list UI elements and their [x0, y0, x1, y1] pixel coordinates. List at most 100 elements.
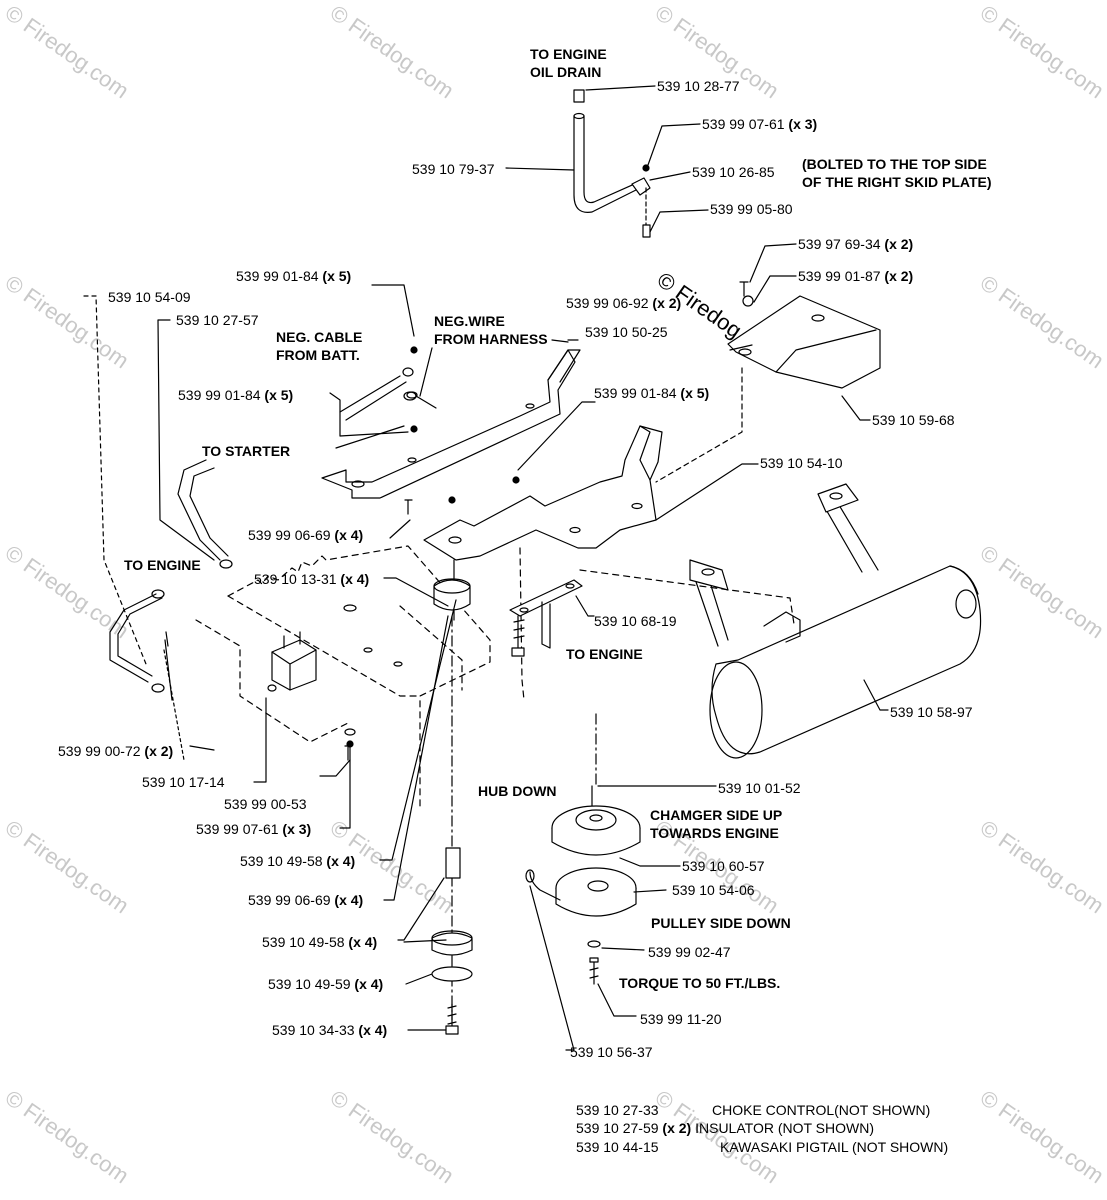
- leader-line: [655, 367, 743, 483]
- note-torque: TORQUE TO 50 FT./LBS.: [619, 975, 781, 991]
- quantity: (x 2): [652, 295, 682, 311]
- part-number: 539 10 54-06: [672, 882, 755, 898]
- callout: 539 10 13-31 (x 4): [254, 571, 369, 587]
- callout: 539 10 60-57: [682, 858, 765, 874]
- callout: 539 10 49-58 (x 4): [262, 934, 377, 950]
- solenoid: [267, 631, 317, 692]
- leader-line: [371, 284, 415, 337]
- part-number: 539 10 60-57: [682, 858, 765, 874]
- part-number: 539 99 01-84: [594, 385, 677, 401]
- quantity: (x 4): [326, 853, 356, 869]
- leader-line: [83, 295, 147, 665]
- part-number: 539 99 06-92: [566, 295, 649, 311]
- leader-line: [383, 577, 449, 607]
- callout: 539 10 34-33 (x 4): [272, 1022, 387, 1038]
- callout: 539 99 06-69 (x 4): [248, 527, 363, 543]
- callout: 539 10 54-06: [672, 882, 755, 898]
- leader-line: [749, 243, 797, 283]
- leader-line: [329, 392, 409, 437]
- callout: 539 10 27-57: [176, 312, 259, 328]
- callout: 539 10 17-14: [142, 774, 225, 790]
- note-neg-cable: NEG. CABLE FROM BATT.: [276, 329, 363, 363]
- leader-line: [517, 401, 596, 471]
- leader-line: [575, 595, 595, 617]
- note-hub-down: HUB DOWN: [478, 783, 557, 799]
- legend-description: INSULATOR (NOT SHOWN): [695, 1120, 875, 1136]
- note-neg-wire: NEG.WIRE FROM HARNESS: [434, 313, 548, 347]
- quantity: (x 2): [884, 236, 914, 252]
- callout: 539 10 54-10: [760, 455, 843, 471]
- note-chamger-side: CHAMGER SIDE UP TOWARDS ENGINE: [650, 807, 783, 841]
- part-number: 539 99 01-87: [798, 268, 881, 284]
- quantity: (x 3): [788, 116, 818, 132]
- leader-line: [379, 599, 457, 861]
- leader-line: [529, 885, 575, 1051]
- part-number: 539 10 54-10: [760, 455, 843, 471]
- quantity: (x 2): [144, 743, 174, 759]
- leader-line: [163, 649, 185, 761]
- callout: 539 10 58-97: [890, 704, 973, 720]
- callout: 539 10 26-85: [692, 164, 775, 180]
- part-number: 539 10 44-15: [576, 1139, 659, 1155]
- note-to-engine-oil-drain: TO ENGINE OIL DRAIN: [530, 46, 607, 80]
- leader-line: [601, 947, 645, 951]
- leader-line: [397, 877, 445, 941]
- note-pulley-side-down: PULLEY SIDE DOWN: [651, 915, 791, 931]
- quantity: (x 3): [282, 821, 312, 837]
- leader-line: [383, 615, 449, 901]
- part-number: 539 10 79-37: [412, 161, 495, 177]
- leader-line: [585, 85, 656, 91]
- part-number: 539 10 34-33: [272, 1022, 355, 1038]
- leader-line: [253, 697, 267, 783]
- part-number: 539 99 07-61: [702, 116, 785, 132]
- bracket-54-10: [423, 425, 663, 561]
- part-number: 539 10 13-31: [254, 571, 337, 587]
- part-number: 539 10 59-68: [872, 412, 955, 428]
- quantity: (x 4): [348, 934, 378, 950]
- callout: 539 99 06-69 (x 4): [248, 892, 363, 908]
- callout: 539 99 01-84 (x 5): [594, 385, 709, 401]
- callout: 539 99 05-80: [710, 201, 793, 217]
- callout: 539 10 54-09: [108, 289, 191, 305]
- part-number: 539 97 69-34: [798, 236, 881, 252]
- leader-line: [319, 759, 351, 777]
- part-number: 539 10 49-58: [262, 934, 345, 950]
- callout: 539 97 69-34 (x 2): [798, 236, 913, 252]
- callout: 539 99 00-53: [224, 796, 307, 812]
- callout: 539 99 07-61 (x 3): [196, 821, 311, 837]
- part-number: 539 99 01-84: [236, 268, 319, 284]
- part-number: 539 99 11-20: [640, 1011, 722, 1027]
- callout: 539 10 68-19: [594, 613, 677, 629]
- part-number: 539 99 01-84: [178, 387, 261, 403]
- leader-line: [597, 983, 637, 1017]
- quantity: (x 4): [334, 892, 364, 908]
- leader-line: [551, 339, 569, 343]
- quantity: (x 4): [354, 976, 384, 992]
- part-number: 539 99 00-53: [224, 796, 307, 812]
- quantity: (x 2): [884, 268, 914, 284]
- part-number: 539 10 28-77: [657, 78, 740, 94]
- skid-bracket: [727, 281, 881, 389]
- callout: 539 10 49-59 (x 4): [268, 976, 383, 992]
- part-number: 539 10 49-58: [240, 853, 323, 869]
- part-number: 539 99 06-69: [248, 892, 331, 908]
- leader-line: [189, 745, 215, 751]
- pulley: [551, 785, 641, 856]
- part-number: 539 10 01-52: [718, 780, 801, 796]
- part-number: 539 99 07-61: [196, 821, 279, 837]
- callout: 539 99 06-92 (x 2): [566, 295, 681, 311]
- quantity: (x 4): [340, 571, 370, 587]
- leader-line: [335, 425, 405, 449]
- part-number: 539 10 58-97: [890, 704, 973, 720]
- leader-line: [505, 167, 575, 171]
- part-number: 539 10 27-57: [176, 312, 259, 328]
- leader-line: [649, 171, 691, 181]
- quantity: (x 4): [334, 527, 364, 543]
- callout: 539 10 56-37: [570, 1044, 653, 1060]
- part-number: 539 99 06-69: [248, 527, 331, 543]
- part-number: 539 10 56-37: [570, 1044, 653, 1060]
